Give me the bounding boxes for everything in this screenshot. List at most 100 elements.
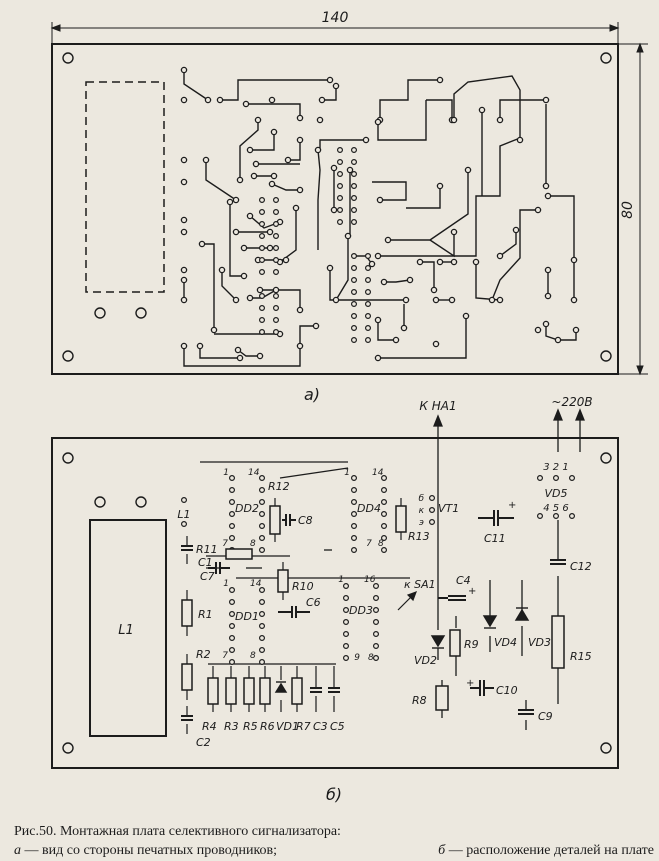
height-value: 80 xyxy=(620,201,636,219)
caption-legend: а — вид со стороны печатных проводников;… xyxy=(14,841,654,860)
chip-dd4: 1 14 7 8 DD4 xyxy=(344,468,388,553)
chip-dd3: 1 16 9 8 DD3 xyxy=(338,575,380,663)
dd3-pin8: 8 xyxy=(368,653,374,663)
label-r7: R7 xyxy=(296,720,311,733)
label-vd1: VD1 xyxy=(276,720,299,733)
label-r5: R5 xyxy=(243,720,258,733)
label-r8: R8 xyxy=(412,694,427,707)
caption-legend-b: б — расположение деталей на плате xyxy=(438,841,654,860)
caption-a-text: — вид со стороны печатных проводников; xyxy=(21,843,278,858)
label-r3: R3 xyxy=(224,720,239,733)
dd3-pin16: 16 xyxy=(364,575,376,585)
l1-label: L1 xyxy=(118,623,134,638)
dd4-pin14: 14 xyxy=(372,468,384,478)
caption-b-letter: б xyxy=(438,843,446,858)
caption-title: Рис.50. Монтажная плата селективного сиг… xyxy=(14,824,341,839)
mounting-holes-b xyxy=(62,452,612,754)
dd2-pin7: 7 xyxy=(222,539,228,549)
connection-arrows xyxy=(433,408,585,452)
resistors xyxy=(181,505,565,711)
copper-traces xyxy=(183,70,577,367)
label-r1: R1 xyxy=(198,608,213,621)
sa1-label: к SA1 xyxy=(404,578,436,591)
svg-text:+: + xyxy=(508,500,516,511)
label-r10: R10 xyxy=(292,580,314,593)
label-c3: C3 xyxy=(313,720,328,733)
label-c7: C7 xyxy=(200,570,215,583)
component-labels: R12 C8 R13 C11 R11 C1 C7 R10 C6 C4 R1 R2… xyxy=(196,480,592,749)
dd3-label: DD3 xyxy=(349,604,373,617)
caption-legend-a: а — вид со стороны печатных проводников; xyxy=(14,841,277,860)
coil-footprint-dashed xyxy=(85,81,165,293)
mains-connection-label: ~220В xyxy=(551,395,592,409)
vt1-pads xyxy=(429,495,436,525)
l1-pins xyxy=(181,497,188,527)
panel-a-label: а) xyxy=(304,385,320,404)
ha1-connection-label: К НА1 xyxy=(419,399,456,413)
label-c6: C6 xyxy=(306,596,321,609)
label-vd3: VD3 xyxy=(528,636,551,649)
component-leads xyxy=(186,498,402,734)
label-r4: R4 xyxy=(202,720,217,733)
svg-text:+: + xyxy=(466,678,474,689)
vd5-label: VD5 xyxy=(545,487,568,500)
figure-caption: Рис.50. Монтажная плата селективного сиг… xyxy=(14,822,654,860)
caption-a-letter: а xyxy=(14,843,21,858)
bottom-row-labels: R4 R3 R5 R6 VD1 R7 C3 C5 xyxy=(202,720,345,733)
vd5-top-pins: 3 2 1 xyxy=(543,462,568,473)
ic-pad-columns-a xyxy=(259,147,372,344)
label-c8: C8 xyxy=(298,514,313,527)
label-c12: C12 xyxy=(570,560,592,573)
label-r13: R13 xyxy=(408,530,430,543)
panel-b-label: б) xyxy=(326,785,342,804)
width-dimension xyxy=(50,22,620,44)
label-r9: R9 xyxy=(464,638,479,651)
chip-dd1: 1 14 7 8 DD1 xyxy=(222,579,266,665)
solder-pads xyxy=(180,66,580,362)
l1-pin-label: L1 xyxy=(177,508,190,521)
capacitors xyxy=(181,510,566,721)
chip-dd2: 1 14 7 8 DD2 xyxy=(222,468,266,553)
label-r12: R12 xyxy=(268,480,290,493)
dd1-pin1: 1 xyxy=(223,579,229,589)
label-vd2: VD2 xyxy=(414,654,437,667)
dd4-pin1: 1 xyxy=(344,468,350,478)
label-c2: C2 xyxy=(196,736,211,749)
vt1-pin-k: к xyxy=(419,506,425,516)
board-b-outline xyxy=(51,437,619,769)
polarity-marks: + + + xyxy=(466,500,516,689)
board-a-outline xyxy=(51,43,619,375)
diodes xyxy=(274,607,530,693)
label-c9: C9 xyxy=(538,710,553,723)
dd2-label: DD2 xyxy=(235,502,259,515)
panel-a-trace-side: 140 80 xyxy=(50,10,648,404)
label-vd4: VD4 xyxy=(494,636,517,649)
label-r11: R11 xyxy=(196,543,218,556)
sa1-arrow xyxy=(397,590,418,611)
dd1-label: DD1 xyxy=(235,610,259,623)
vd5-bottom-pins: 4 5 6 xyxy=(543,503,568,514)
vt1-pin-e: э xyxy=(419,518,424,528)
label-c4: C4 xyxy=(456,574,471,587)
dd2-pin8: 8 xyxy=(250,539,256,549)
vt1-pin-b: б xyxy=(418,494,424,504)
width-value: 140 xyxy=(322,10,349,26)
label-c11: C11 xyxy=(484,532,506,545)
label-r2: R2 xyxy=(196,648,211,661)
vd5-pads xyxy=(536,475,575,519)
dd4-pin8: 8 xyxy=(378,539,384,549)
label-r15: R15 xyxy=(570,650,592,663)
height-dimension xyxy=(618,42,648,376)
dd2-pin1: 1 xyxy=(223,468,229,478)
panel-b-component-layout: L1 L1 К НА1 ~220В 3 2 1 VD5 4 5 6 xyxy=(51,395,619,804)
dd3-pin9: 9 xyxy=(354,653,360,663)
svg-text:+: + xyxy=(468,586,476,597)
dd2-pin14: 14 xyxy=(248,468,260,478)
coil-l1 xyxy=(89,519,167,737)
dd4-label: DD4 xyxy=(357,502,381,515)
caption-b-text: — расположение деталей на плате xyxy=(445,843,654,858)
mounting-holes-a xyxy=(62,52,612,362)
label-c1: C1 xyxy=(198,556,213,569)
dd4-pin7: 7 xyxy=(366,539,372,549)
